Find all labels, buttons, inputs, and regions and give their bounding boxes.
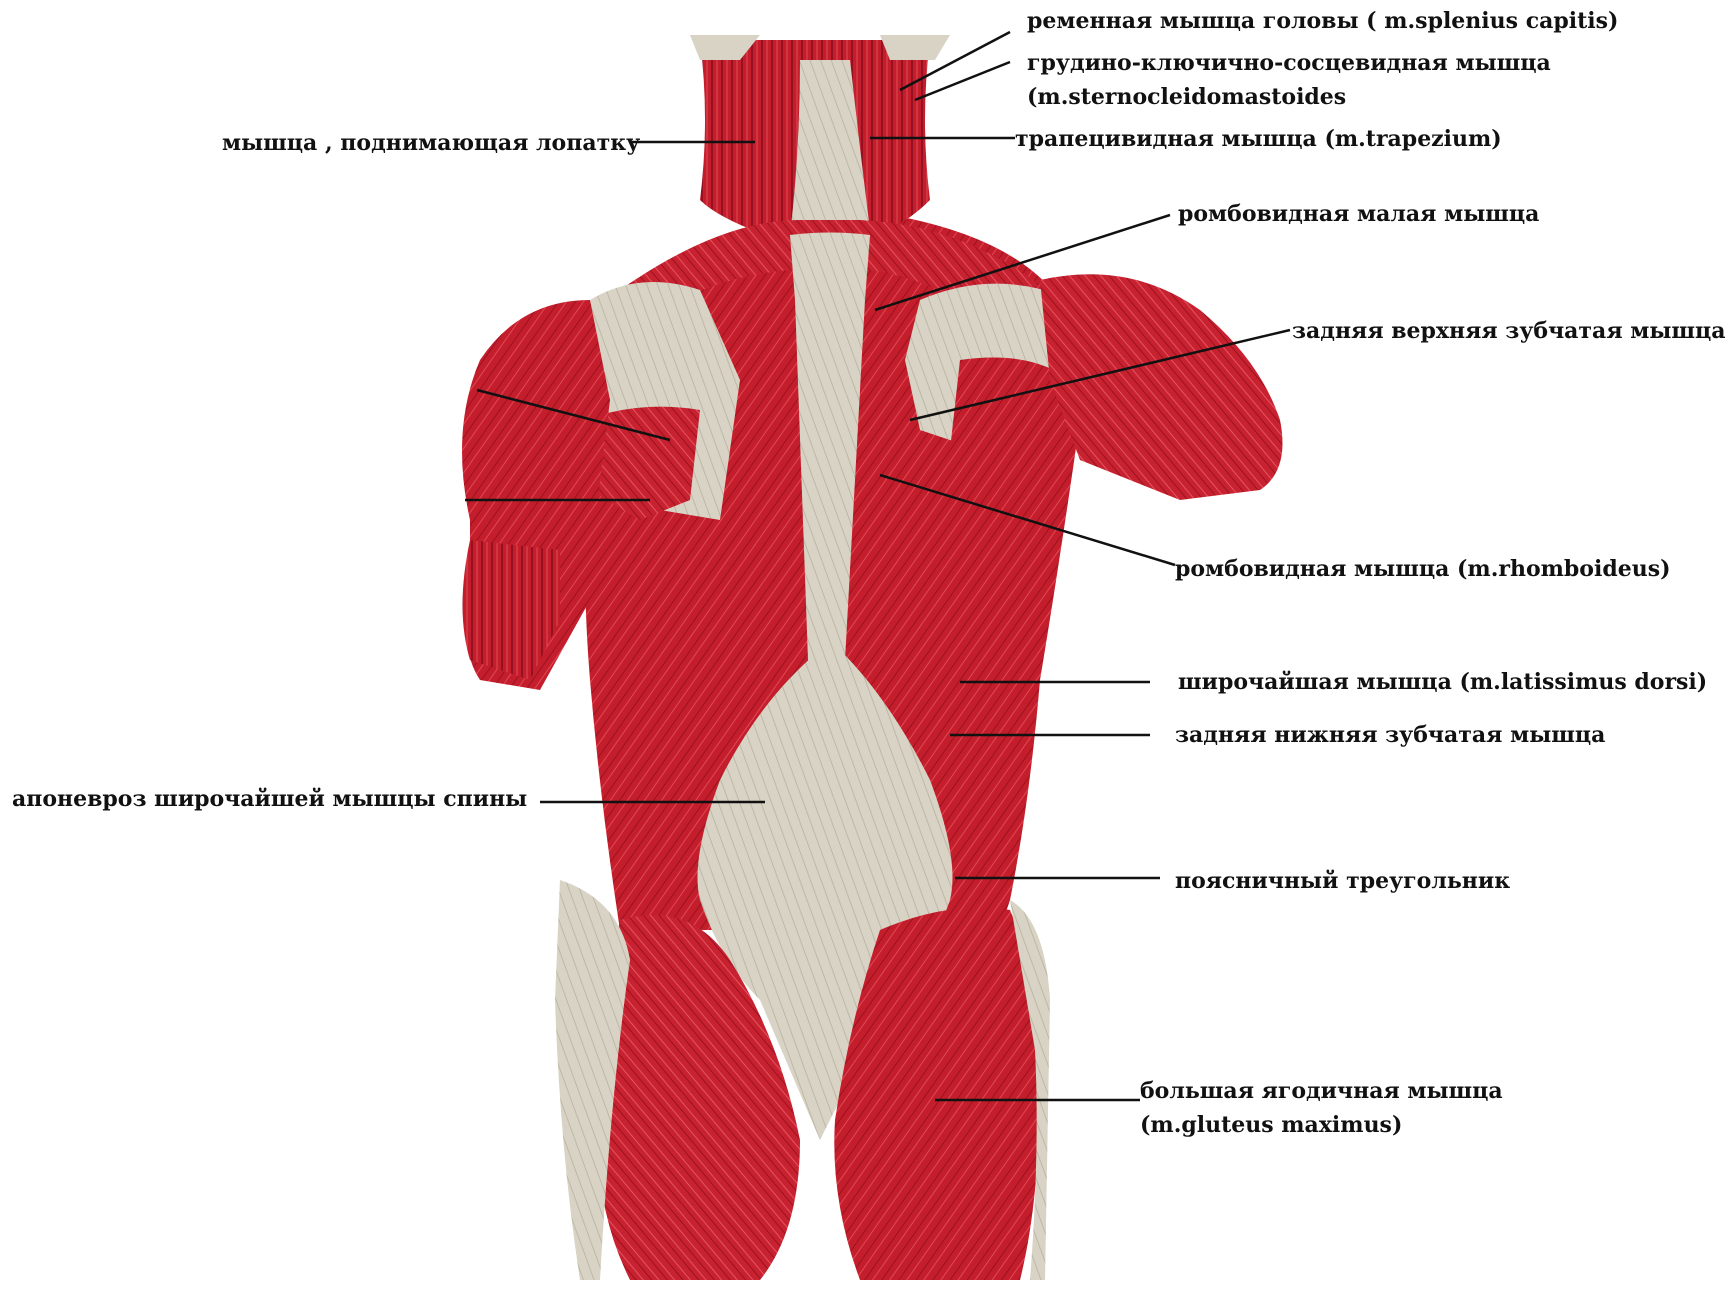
- hair-right: [880, 35, 950, 60]
- label-lumbar-triangle: поясничный треугольник: [1175, 868, 1510, 894]
- label-trapezius-text: трапецивидная мышца (m.trapezium): [1015, 126, 1502, 152]
- label-splenius-capitis: ременная мышца головы ( m.splenius capit…: [1027, 8, 1618, 34]
- right-deltoid: [1040, 274, 1283, 500]
- label-gluteus-maximus-line1: большая ягодичная мышца: [1140, 1078, 1503, 1104]
- label-gluteus-maximus: большая ягодичная мышца (m.gluteus maxim…: [1140, 1078, 1503, 1138]
- label-levator-scapulae: мышца , поднимающая лопатку: [222, 130, 640, 156]
- label-lumbar-triangle-text: поясничный треугольник: [1175, 868, 1510, 894]
- label-serratus-posterior-inferior: задняя нижняя зубчатая мышца: [1175, 722, 1605, 748]
- label-latissimus-dorsi: широчайшая мышца (m.latissimus dorsi): [1178, 669, 1707, 695]
- label-latissimus-aponeurosis: апоневроз широчайшей мышцы спины: [12, 786, 527, 812]
- label-sternocleidomastoid: грудино-ключично-сосцевидная мышца (m.st…: [1027, 50, 1551, 110]
- label-gluteus-maximus-line2: (m.gluteus maximus): [1140, 1112, 1503, 1138]
- label-rhomboid-minor-text: ромбовидная малая мышца: [1178, 201, 1539, 227]
- label-sternocleidomastoid-line2: (m.sternocleidomastoides: [1027, 84, 1551, 110]
- label-serratus-posterior-superior: задняя верхняя зубчатая мышца: [1292, 318, 1726, 344]
- label-serratus-posterior-inferior-text: задняя нижняя зубчатая мышца: [1175, 722, 1605, 748]
- label-rhomboideus: ромбовидная мышца (m.rhomboideus): [1175, 556, 1671, 582]
- label-splenius-capitis-text: ременная мышца головы ( m.splenius capit…: [1027, 8, 1618, 34]
- label-levator-scapulae-text: мышца , поднимающая лопатку: [222, 130, 640, 156]
- label-trapezius: трапецивидная мышца (m.trapezium): [1015, 126, 1502, 152]
- label-serratus-posterior-superior-text: задняя верхняя зубчатая мышца: [1292, 318, 1726, 344]
- label-rhomboideus-text: ромбовидная мышца (m.rhomboideus): [1175, 556, 1671, 582]
- label-sternocleidomastoid-line1: грудино-ключично-сосцевидная мышца: [1027, 50, 1551, 76]
- label-latissimus-aponeurosis-text: апоневроз широчайшей мышцы спины: [12, 786, 527, 812]
- label-rhomboid-minor: ромбовидная малая мышца: [1178, 201, 1539, 227]
- label-latissimus-dorsi-text: широчайшая мышца (m.latissimus dorsi): [1178, 669, 1707, 695]
